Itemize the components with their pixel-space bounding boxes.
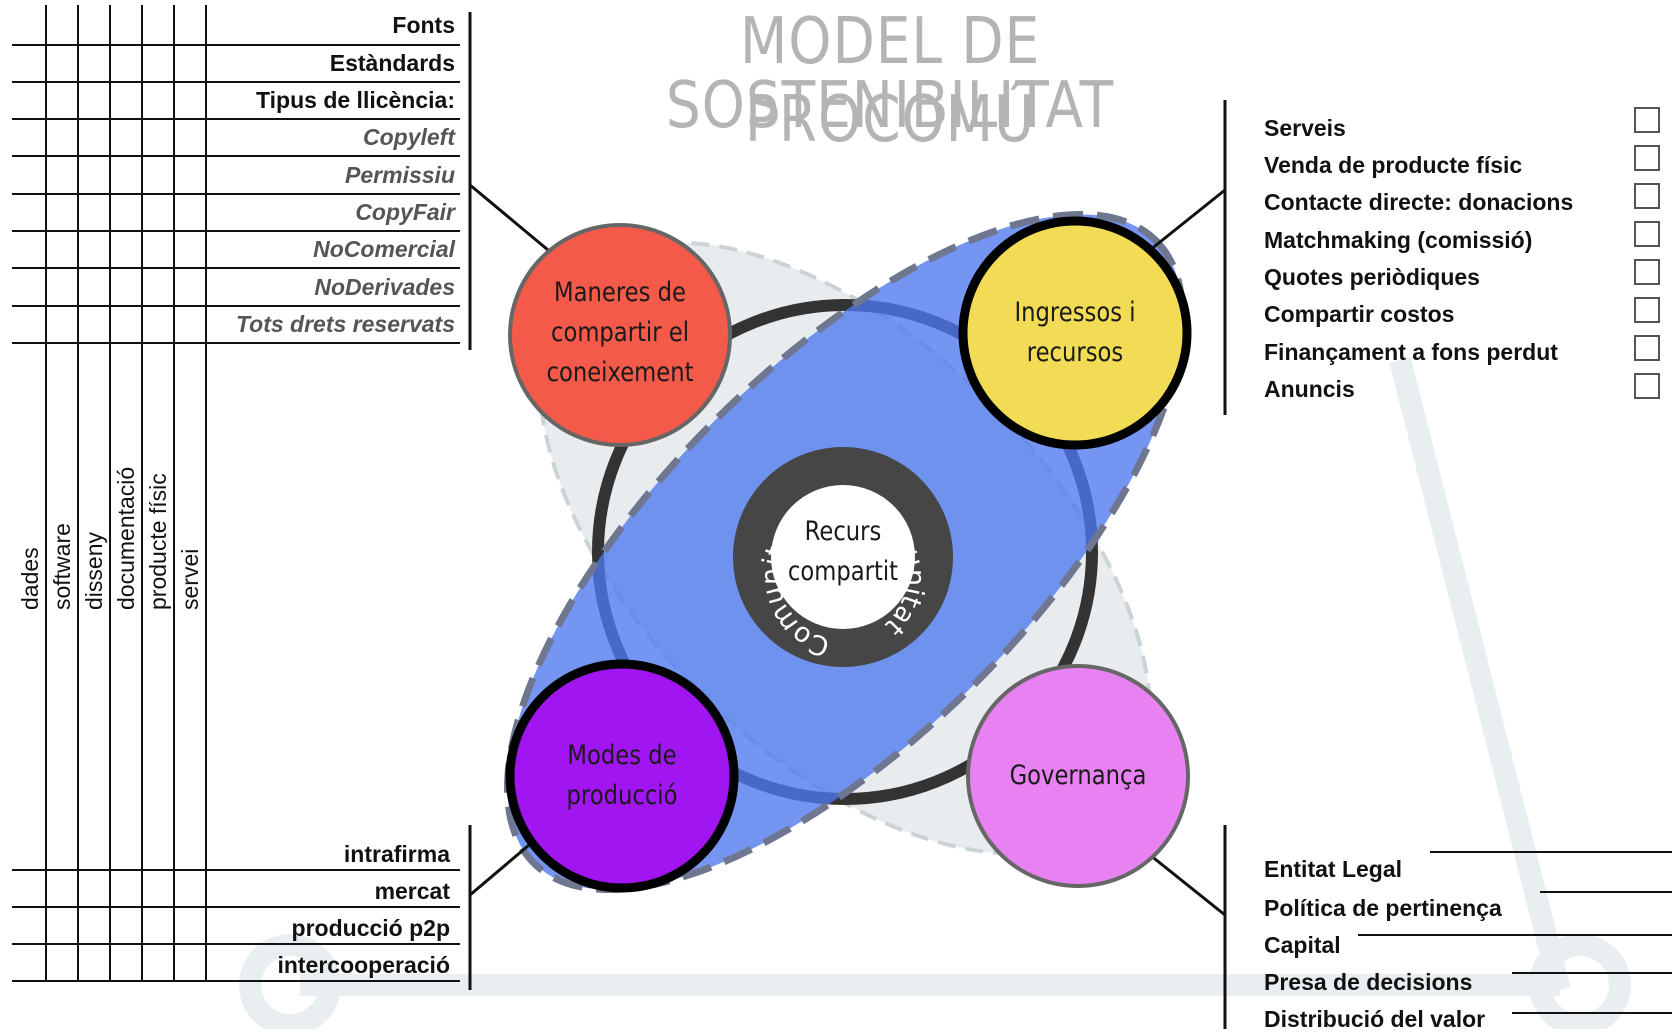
checkbox-grants[interactable] — [1634, 335, 1660, 361]
resource-type-design: disseny — [81, 532, 107, 610]
income-label-line-2: recursos — [1026, 337, 1124, 368]
checkbox-periodic-fees[interactable] — [1634, 259, 1660, 285]
center-label-line-1: Recurs — [804, 516, 882, 547]
income-item-ads: Anuncis — [1264, 376, 1355, 402]
production-row-intercooperation: intercooperació — [277, 952, 450, 978]
production-circle-label: Modes de producció — [538, 736, 706, 816]
resource-type-physical-product: producte físic — [145, 473, 171, 610]
income-item-services: Serveis — [1264, 115, 1346, 141]
production-row-intrafirm: intrafirma — [343, 841, 450, 867]
income-circle-label: Ingressos i recursos — [991, 293, 1159, 373]
governance-item-value-distribution: Distribució del valor — [1264, 1006, 1486, 1032]
income-label-line-1: Ingressos i — [1014, 297, 1136, 328]
governance-circle — [966, 664, 1190, 888]
production-label-line-1: Modes de — [567, 740, 677, 771]
income-item-donations: Contacte directe: donacions — [1264, 189, 1574, 215]
knowledge-circle-label: Maneres de compartir el coneixement — [536, 273, 704, 393]
center-label-line-2: compartit — [787, 556, 899, 587]
resource-type-service: servei — [177, 548, 203, 610]
checkbox-ads[interactable] — [1634, 373, 1660, 399]
governance-item-membership-policy: Política de pertinença — [1264, 895, 1502, 921]
income-item-periodic-fees: Quotes periòdiques — [1264, 264, 1480, 290]
governance-lines — [1358, 851, 1672, 1014]
governance-label: Governança — [1009, 760, 1147, 791]
resource-type-software: software — [49, 523, 75, 610]
license-row-copyleft: Copyleft — [363, 124, 455, 150]
shared-resource-core — [771, 485, 915, 629]
resource-type-data: dades — [17, 547, 43, 610]
governance-item-legal-entity: Entitat Legal — [1264, 856, 1403, 882]
license-table-grid — [12, 5, 460, 982]
checkbox-product-sales[interactable] — [1634, 145, 1660, 171]
checkbox-services[interactable] — [1634, 107, 1660, 133]
income-item-product-sales: Venda de producte físic — [1264, 152, 1523, 178]
governance-circle-label: Governança — [994, 756, 1162, 796]
license-row-copyfair: CopyFair — [355, 199, 455, 225]
center-label: Recurs compartit — [776, 512, 910, 592]
production-circle — [505, 659, 739, 893]
title-line-1: MODEL DE SOSTENIBILITAT — [665, 5, 1115, 143]
knowledge-label-line-3: coneixement — [546, 357, 694, 388]
knowledge-label-line-1: Maneres de — [554, 277, 686, 308]
resource-type-documentation: documentació — [113, 466, 139, 610]
connector-lines — [468, 12, 1227, 1029]
checkbox-shared-costs[interactable] — [1634, 297, 1660, 323]
governance-item-capital: Capital — [1264, 932, 1341, 958]
governance-item-decision-making: Presa de decisions — [1264, 969, 1473, 995]
production-row-market: mercat — [374, 878, 450, 904]
title-line-2: PROCOMÚ — [744, 83, 1036, 157]
background-scooter-graphic — [239, 357, 1631, 1029]
license-row-fonts: Fonts — [392, 12, 455, 38]
knowledge-circle — [508, 223, 732, 447]
license-row-standards: Estàndards — [329, 50, 455, 76]
income-item-shared-costs: Compartir costos — [1264, 301, 1455, 327]
income-circle — [958, 216, 1192, 450]
income-item-matchmaking: Matchmaking (comissió) — [1264, 227, 1533, 253]
income-item-grants: Finançament a fons perdut — [1264, 339, 1558, 365]
outer-ring — [592, 299, 1098, 805]
production-row-p2p: producció p2p — [291, 915, 450, 941]
license-row-noncommercial: NoComercial — [313, 236, 455, 262]
production-label-line-2: producció — [566, 780, 678, 811]
license-row-permissive: Permissiu — [345, 162, 455, 188]
license-row-noderivatives: NoDerivades — [314, 274, 455, 300]
knowledge-label-line-2: compartir el — [550, 317, 690, 348]
license-row-all-rights-reserved: Tots drets reservats — [235, 311, 455, 337]
license-row-license-type: Tipus de llicència: — [256, 87, 455, 113]
checkbox-donations[interactable] — [1634, 183, 1660, 209]
checkbox-matchmaking[interactable] — [1634, 221, 1660, 247]
